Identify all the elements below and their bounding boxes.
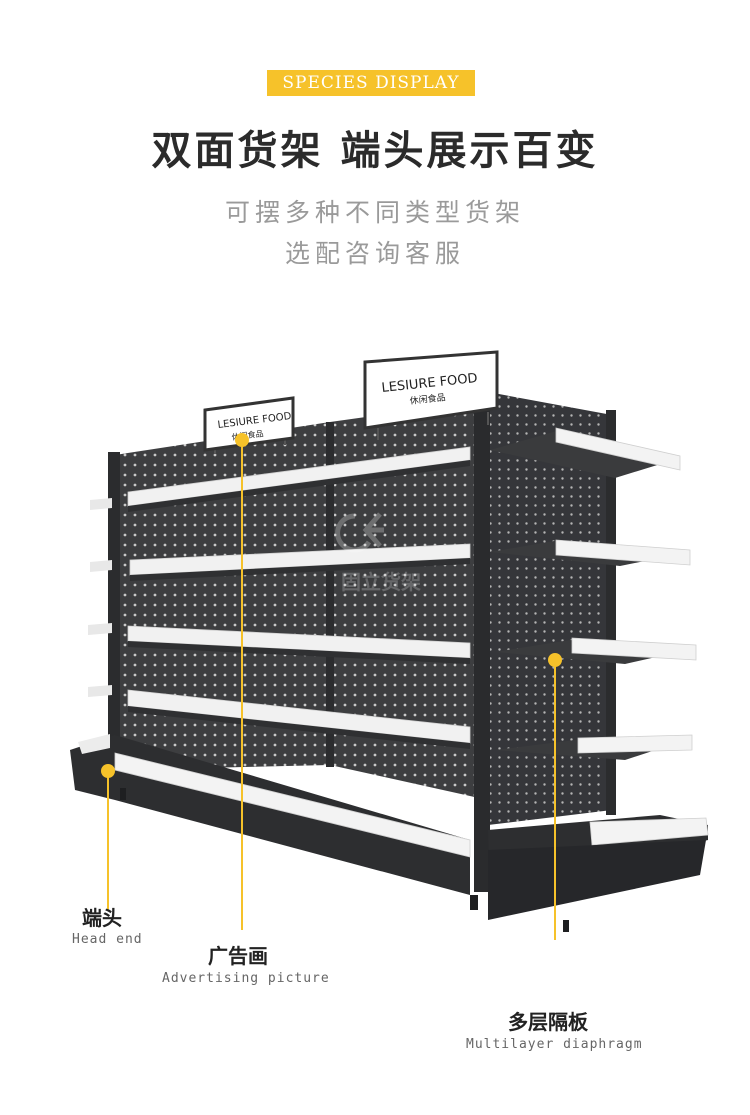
end-cap-panel xyxy=(488,392,612,825)
far-left-stub-shelves xyxy=(88,498,112,697)
sign-left-holder xyxy=(203,396,295,454)
base-tier xyxy=(70,734,709,920)
front-shelves xyxy=(127,446,471,749)
page-headline: 双面货架 端头展示百变 xyxy=(151,128,599,174)
sign-right-subtitle: 休闲食品 xyxy=(409,391,446,407)
front-upright xyxy=(474,392,490,892)
foot-front xyxy=(470,895,478,910)
callout-head-end-sublabel: Head end xyxy=(72,932,143,947)
shelf-illustration: LESIURE FOOD 休闲食品 LESIURE FOOD 休闲食品 xyxy=(70,350,709,940)
callout-multilayer-label: 多层隔板 xyxy=(508,1010,588,1034)
left-upright xyxy=(108,452,120,780)
foot-left xyxy=(120,788,126,800)
right-shelves xyxy=(490,427,697,760)
callout-dots xyxy=(101,433,562,778)
callout-advertising-label: 广告画 xyxy=(208,944,268,968)
right-upright xyxy=(606,410,616,815)
middle-bay-back-panel xyxy=(330,400,488,800)
callout-advertising-sublabel: Advertising picture xyxy=(162,971,330,986)
foot-right xyxy=(563,920,569,932)
middle-upright xyxy=(326,422,334,767)
species-display-badge: SPECIES DISPLAY xyxy=(267,70,475,96)
left-bay-back-panel xyxy=(115,422,330,770)
subline-1: 可摆多种不同类型货架 xyxy=(224,198,525,227)
callout-lines xyxy=(107,440,556,940)
subline-2: 选配咨询客服 xyxy=(284,239,465,268)
watermark-logo-icon xyxy=(335,512,384,553)
watermark-text: 固立货架 xyxy=(341,570,421,594)
callout-head-end-label: 端头 xyxy=(82,906,122,930)
callout-multilayer-sublabel: Multilayer diaphragm xyxy=(466,1037,643,1052)
sign-right-holder xyxy=(363,350,499,440)
